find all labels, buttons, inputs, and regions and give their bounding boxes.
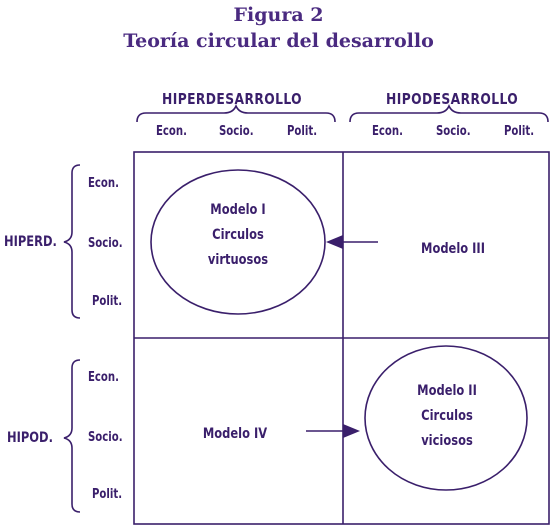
figure-number: Figura 2 — [233, 4, 324, 26]
brace-hiperd — [63, 164, 81, 319]
column-sub-hiper-econ: Econ. — [156, 124, 187, 139]
cell-model-1: Modelo I Circulos virtuosos — [197, 198, 279, 273]
column-sub-hipo-econ: Econ. — [372, 124, 403, 139]
column-sub-hiper-socio: Socio. — [219, 124, 254, 139]
column-sub-hiper-polit: Polit. — [287, 124, 318, 139]
cell-model-2-line2: Circulos — [421, 408, 473, 424]
cell-model-4: Modelo IV — [190, 422, 280, 447]
row-sub-hipod-polit: Polit. — [92, 487, 123, 502]
figure-title: Teoría circular del desarrollo — [123, 30, 434, 52]
figure-title-block: Figura 2 Teoría circular del desarrollo — [0, 2, 557, 54]
arrow-to-model-2-head — [343, 424, 360, 438]
cell-model-3-name: Modelo III — [421, 241, 485, 257]
column-sub-hipo-polit: Polit. — [504, 124, 535, 139]
cell-model-2: Modelo II Circulos viciosos — [406, 379, 488, 454]
row-sub-hipod-socio: Socio. — [88, 430, 123, 445]
brace-hipod — [63, 359, 81, 513]
row-sub-hiperd-econ: Econ. — [88, 176, 119, 191]
row-group-hiperd: HIPERD. — [4, 234, 57, 250]
cell-model-2-name: Modelo II — [417, 383, 477, 399]
row-group-hipod: HIPOD. — [7, 430, 53, 446]
column-group-hipodesarrollo: HIPODESARROLLO — [386, 90, 519, 108]
cell-model-4-name: Modelo IV — [202, 426, 268, 442]
cell-model-1-line2: Circulos — [212, 227, 264, 243]
brace-hiperdesarrollo — [136, 103, 336, 123]
row-sub-hipod-econ: Econ. — [88, 370, 119, 385]
brace-hipodesarrollo — [349, 103, 549, 123]
column-sub-hipo-socio: Socio. — [436, 124, 471, 139]
cell-model-3: Modelo III — [408, 237, 498, 262]
column-group-hiperdesarrollo: HIPERDESARROLLO — [162, 90, 303, 108]
cell-model-1-name: Modelo I — [210, 202, 266, 218]
row-sub-hiperd-polit: Polit. — [92, 294, 123, 309]
cell-model-1-line3: virtuosos — [207, 252, 269, 268]
row-sub-hiperd-socio: Socio. — [88, 236, 123, 251]
arrow-to-model-1-head — [326, 235, 343, 249]
circle-virtuous — [150, 169, 326, 315]
circle-vicious — [364, 345, 528, 491]
cell-model-2-line3: viciosos — [421, 433, 473, 449]
